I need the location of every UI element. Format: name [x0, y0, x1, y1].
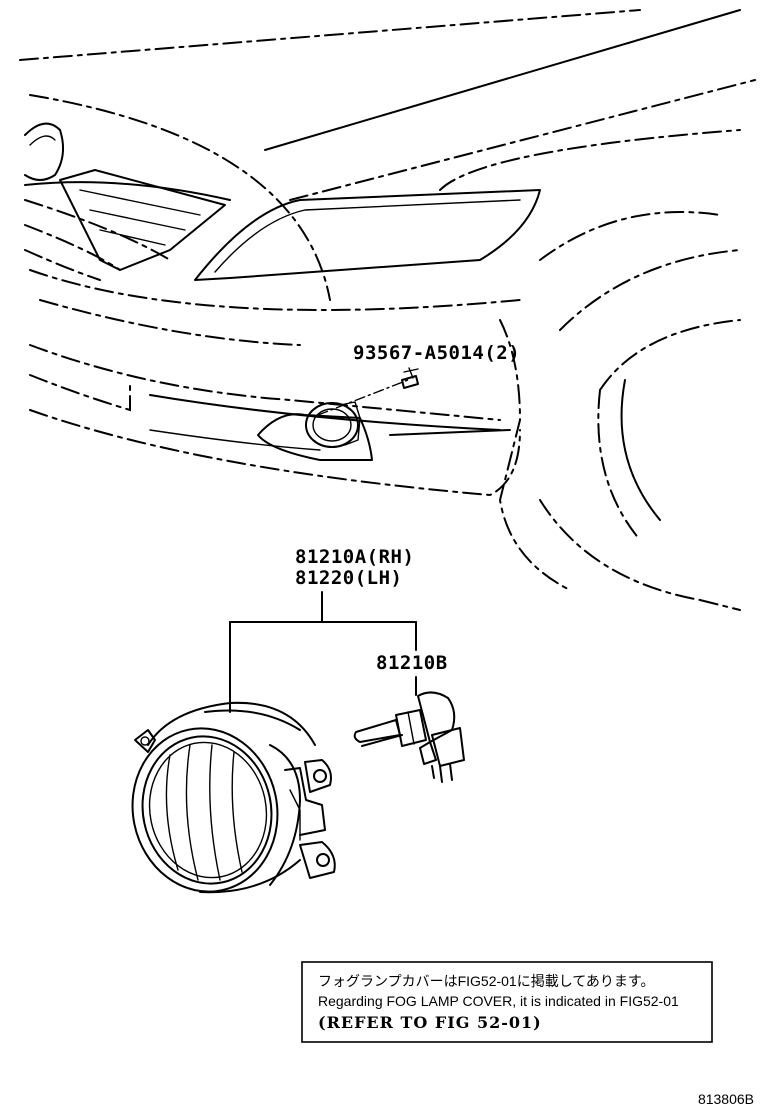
leader-lines [229, 591, 417, 713]
note-line-japanese: フォグランプカバーはFIG52-01に掲載してあります。 [318, 973, 654, 989]
note-box: フォグランプカバーはFIG52-01に掲載してあります。 Regarding F… [301, 961, 713, 1043]
note-box-border [301, 961, 713, 1043]
note-line-reference: (REFER TO FIG 52-01) [318, 1013, 542, 1032]
illustration-code: 813806B [698, 1091, 754, 1107]
note-line-english: Regarding FOG LAMP COVER, it is indicate… [318, 993, 679, 1009]
screw-part [401, 367, 419, 389]
bulb-part-number: 81210B [376, 652, 448, 674]
fog-lamp-lh-part-number: 81220(LH) [295, 567, 402, 589]
bulb-part [353, 691, 465, 783]
screw-part-number: 93567-A5014(2) [353, 342, 520, 364]
fog-lamp-rh-part-number: 81210A(RH) [295, 546, 414, 568]
car-front-illustration [19, 9, 756, 611]
fog-lamp-assembly [131, 701, 336, 894]
